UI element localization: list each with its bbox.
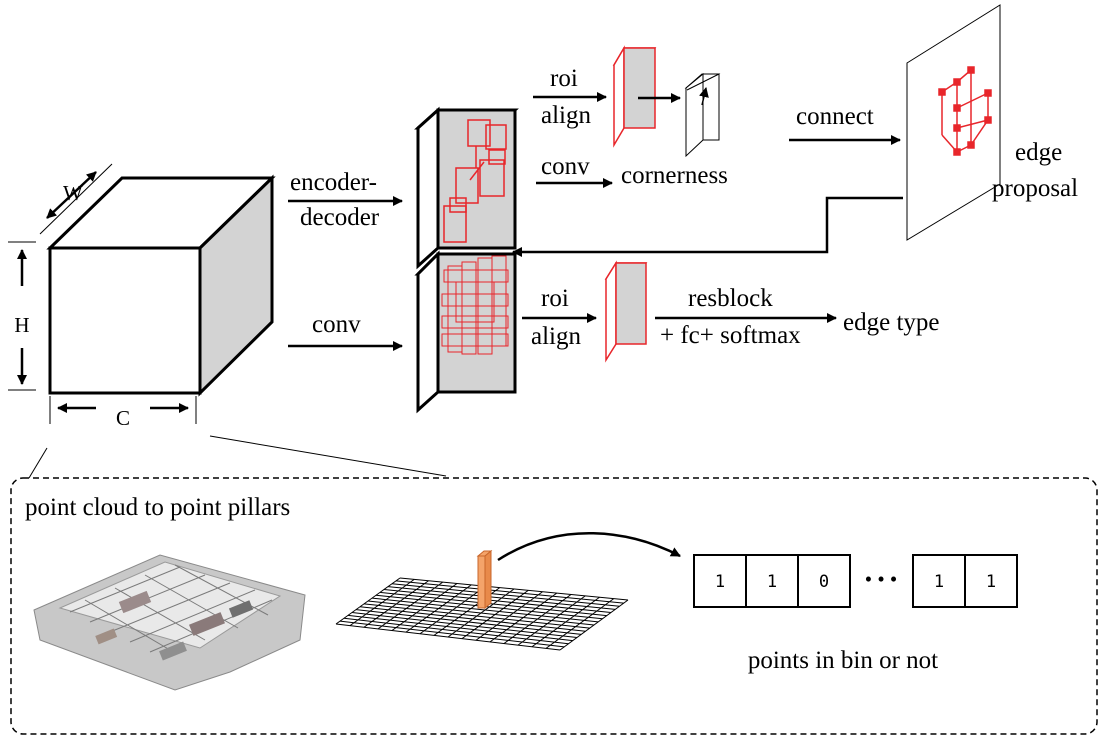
roi-feature-top [612,45,657,148]
edge-proposal-label-1: edge [1015,139,1062,166]
edge-type-label: edge type [843,309,939,336]
encoder-decoder-label-1: encoder- [290,169,377,196]
bin-value: 1 [715,572,725,592]
bin-ellipsis: • • • [865,567,898,591]
zoom-line-right [209,435,447,477]
bin-cell [797,554,851,608]
roi-feature-bottom [604,260,648,363]
align-bottom-label: align [531,323,581,350]
resblock-label: resblock [688,285,773,312]
zoom-line-left [28,447,48,479]
encoder-decoder-label-2: decoder [300,204,380,231]
roi-bottom-label: roi [541,285,569,312]
roi-top-label: roi [550,65,578,92]
dim-h-label: H [14,313,29,337]
point-cloud-image [33,554,306,691]
bin-value: 1 [986,572,996,592]
proposal-graph [938,66,992,156]
edge-proposal-panel [906,4,1001,241]
bin-value: 0 [819,572,829,592]
corner-heat-patch [684,72,721,158]
corner-feature-map [414,106,519,270]
pillar-to-bins-arrow [497,531,681,562]
point-pillars-box [10,477,1098,735]
connect-label: connect [796,103,874,130]
fc-softmax-label: + fc+ softmax [660,322,801,349]
feedback-arrow [512,196,903,257]
bin-value: 1 [934,572,944,592]
dim-w-arrow [39,163,113,235]
bin-vector: 1 1 0 1 1 • • • [693,554,1018,608]
bin-cell [693,554,747,608]
bin-cell [745,554,799,608]
dim-h-arrow [8,241,36,391]
dim-c-arrow [49,396,197,424]
point-pillars-title: point cloud to point pillars [25,494,290,521]
align-top-label: align [541,102,591,129]
bin-cell [964,554,1018,608]
conv-top-label: conv [541,153,590,180]
bin-cell [912,554,966,608]
edge-proposal-label-2: proposal [992,175,1078,202]
edge-grid-boxes [441,255,509,355]
point-pillar [476,549,493,610]
conv-input-label: conv [312,311,361,338]
pillar-grid [335,577,629,651]
input-cube [46,174,276,397]
edge-feature-map [414,250,519,414]
dim-c-label: C [116,406,130,430]
dim-w-label: W [63,181,83,205]
cornerness-label: cornerness [621,162,728,189]
bin-value: 1 [767,572,777,592]
corner-boxes [443,119,507,243]
bins-caption: points in bin or not [748,647,938,674]
